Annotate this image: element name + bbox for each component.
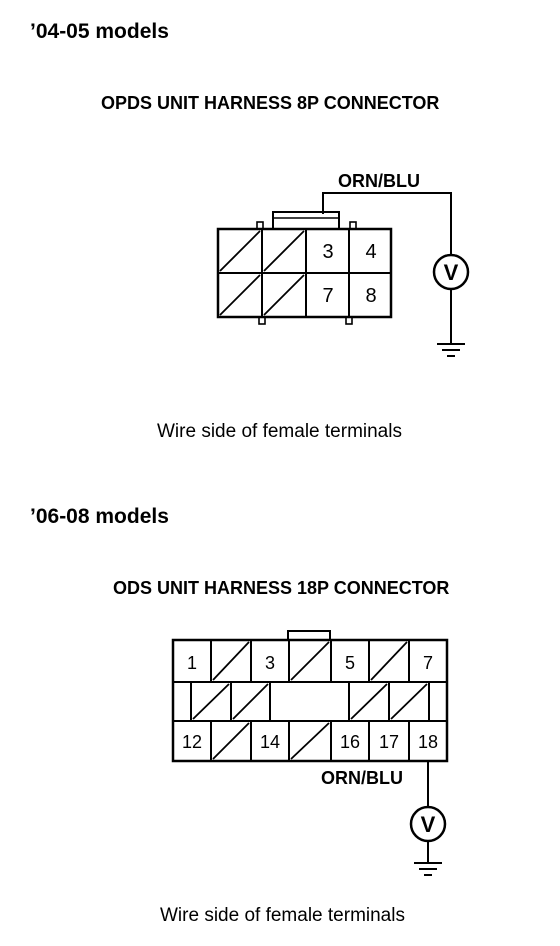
- pin-5-label: 5: [345, 653, 355, 673]
- connector-18p: 1 3 5 7 12 14 16 17 18: [171, 630, 449, 763]
- section1-connector-title: OPDS UNIT HARNESS 8P CONNECTOR: [101, 93, 439, 113]
- pin-17-label: 17: [379, 732, 399, 752]
- ground-icon: [414, 862, 442, 876]
- pin-3-label: 3: [265, 653, 275, 673]
- pin-7-label: 7: [423, 653, 433, 673]
- section2-caption: Wire side of female terminals: [160, 905, 405, 926]
- voltmeter-icon: V: [432, 253, 470, 291]
- section1-caption: Wire side of female terminals: [157, 421, 402, 442]
- section2-connector-title: ODS UNIT HARNESS 18P CONNECTOR: [113, 578, 449, 598]
- voltmeter-symbol: V: [421, 812, 436, 837]
- pin-14-label: 14: [260, 732, 280, 752]
- pin-4-label: 4: [365, 241, 376, 263]
- section1-heading: ’04-05 models: [30, 20, 169, 43]
- ground-icon: [437, 343, 465, 357]
- pin-7-label: 7: [322, 285, 333, 307]
- voltmeter-icon: V: [409, 805, 447, 843]
- pin-3-label: 3: [322, 241, 333, 263]
- pin-1-label: 1: [187, 653, 197, 673]
- section2-wire-label: ORN/BLU: [321, 768, 403, 788]
- connector-8p: 3 4 7 8: [216, 211, 393, 325]
- section2-heading: ’06-08 models: [30, 505, 169, 528]
- pin-12-label: 12: [182, 732, 202, 752]
- pin-8-label: 8: [365, 285, 376, 307]
- pin-16-label: 16: [340, 732, 360, 752]
- section1-wire-label: ORN/BLU: [338, 171, 420, 191]
- section1-wire: [322, 192, 452, 255]
- voltmeter-symbol: V: [444, 260, 459, 285]
- pin-18-label: 18: [418, 732, 438, 752]
